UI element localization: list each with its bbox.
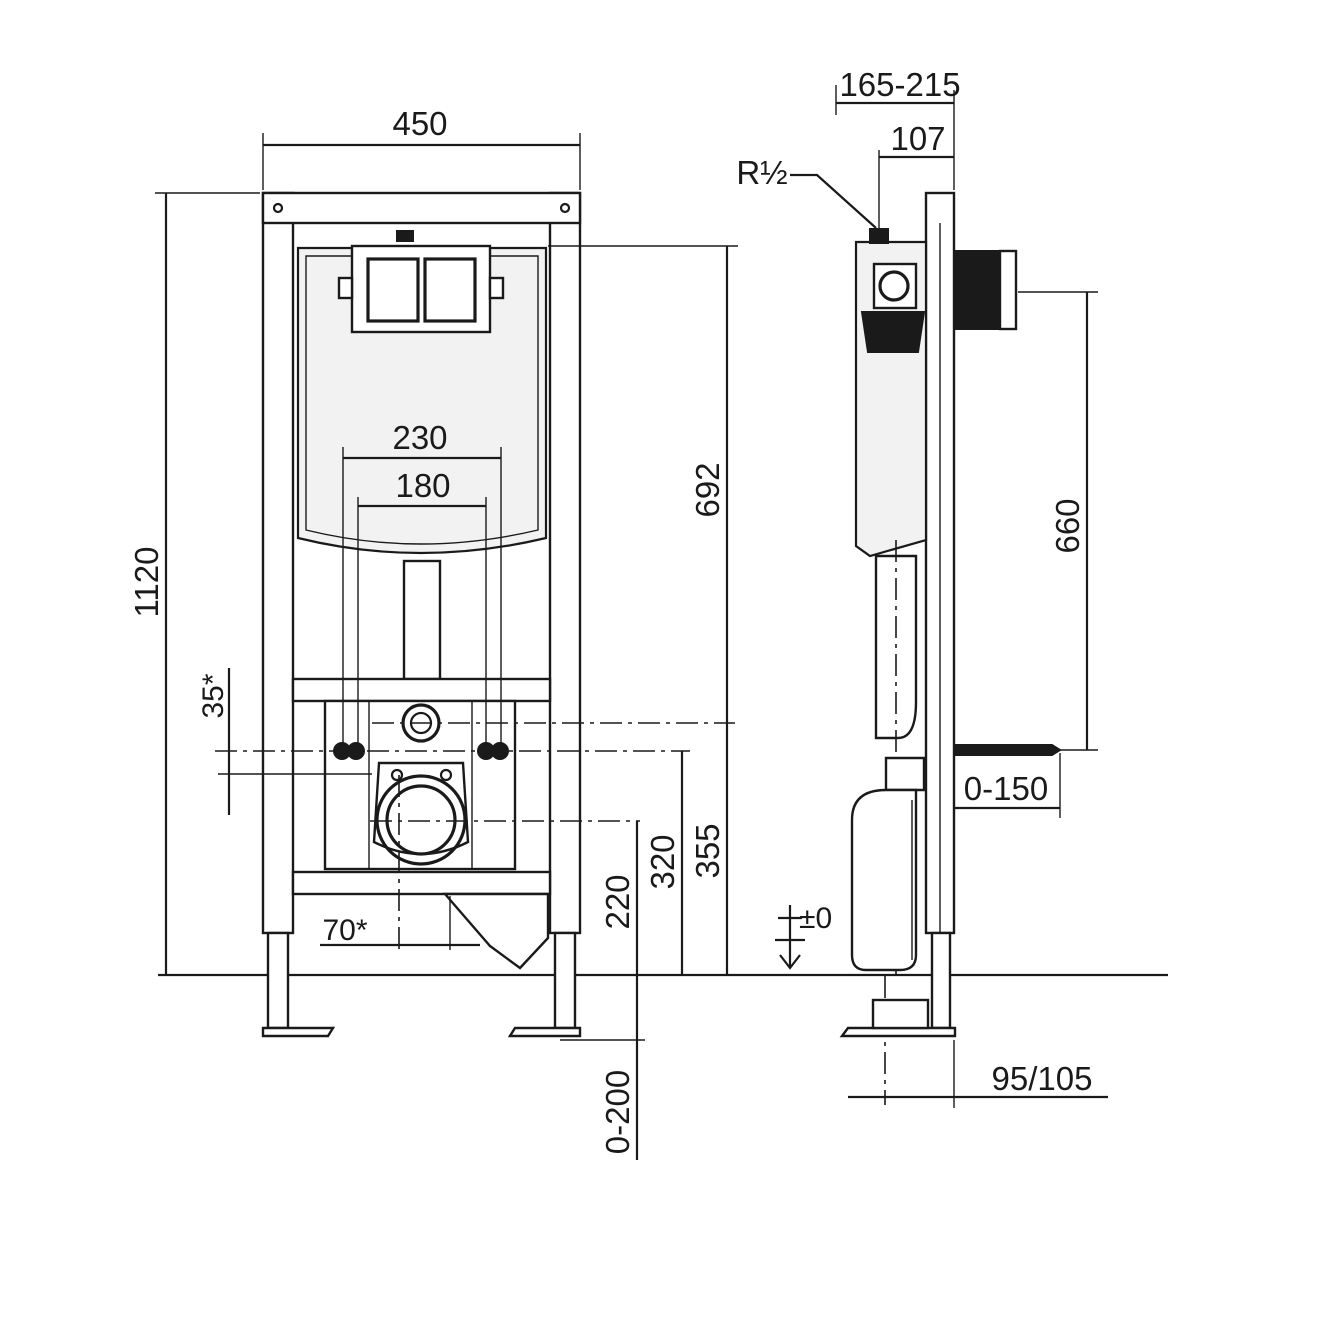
- actuator-clip-right: [488, 276, 505, 300]
- side-leg: [930, 931, 952, 1030]
- left-leg: [266, 931, 290, 1030]
- dim-depth-inner: 107: [890, 120, 945, 157]
- dim-outer-distance: 230: [392, 419, 447, 456]
- rear-mount-cap: [998, 249, 1018, 331]
- front-dimensions: [155, 133, 738, 1160]
- drain-outlet: [375, 774, 467, 866]
- dim-foot-depth: 95/105: [992, 1060, 1093, 1097]
- drain-screw-right: [439, 768, 453, 782]
- left-post: [261, 191, 295, 935]
- mount-hole-left: [272, 202, 284, 214]
- dim-inner-distance: 180: [395, 467, 450, 504]
- label-inlet-thread: R½: [736, 154, 787, 191]
- left-foot: [261, 1026, 336, 1038]
- bracket-window: [368, 700, 473, 870]
- flush-button-right: [423, 257, 477, 323]
- label-floor-level: ±0: [799, 902, 832, 935]
- dim-bolt-height-high: 355: [689, 823, 726, 878]
- side-view: [839, 191, 1062, 1105]
- dim-cistern-height: 660: [1049, 498, 1086, 553]
- mount-hole-right: [559, 202, 571, 214]
- front-view: [215, 191, 735, 1038]
- side-inlet-cap: [869, 228, 889, 244]
- side-inlet-hole: [878, 270, 910, 302]
- dim-bolt-height-low: 320: [644, 834, 681, 889]
- right-foot: [507, 1026, 582, 1038]
- inlet-valve: [396, 230, 414, 242]
- dim-width: 450: [392, 105, 447, 142]
- actuator-clip-left: [337, 276, 354, 300]
- cistern-inner: [305, 255, 539, 545]
- side-bracket: [884, 756, 926, 792]
- dim-bolt-projection: 0-150: [964, 770, 1048, 807]
- dim-height: 1120: [128, 547, 165, 618]
- right-leg: [553, 931, 577, 1030]
- right-post: [548, 191, 582, 935]
- dim-depth-range: 165-215: [839, 66, 960, 103]
- dim-adjust-horizontal: 70*: [322, 914, 367, 947]
- side-dimensions: [775, 85, 1108, 1108]
- bolt-rod: [953, 744, 1062, 756]
- dimension-labels: 450 1120 230 180 35* 70* 692 355 320 220…: [128, 66, 1092, 1154]
- top-rail: [261, 191, 582, 225]
- side-foot-block: [871, 998, 930, 1030]
- side-drain: [850, 788, 918, 972]
- side-ribs: [860, 311, 926, 353]
- drain-outlet-inner: [385, 784, 457, 856]
- dim-drain-height: 220: [599, 874, 636, 929]
- dim-leg-extension: 0-200: [599, 1070, 636, 1154]
- flush-pipe: [402, 559, 442, 681]
- middle-rail: [291, 677, 552, 703]
- drain-screw-left: [390, 768, 404, 782]
- flush-button-left: [366, 257, 420, 323]
- drain-elbow: [442, 892, 550, 970]
- dim-actuator-height: 692: [689, 462, 726, 517]
- dim-adjust-vertical: 35*: [197, 673, 230, 718]
- bottom-rail: [291, 870, 552, 896]
